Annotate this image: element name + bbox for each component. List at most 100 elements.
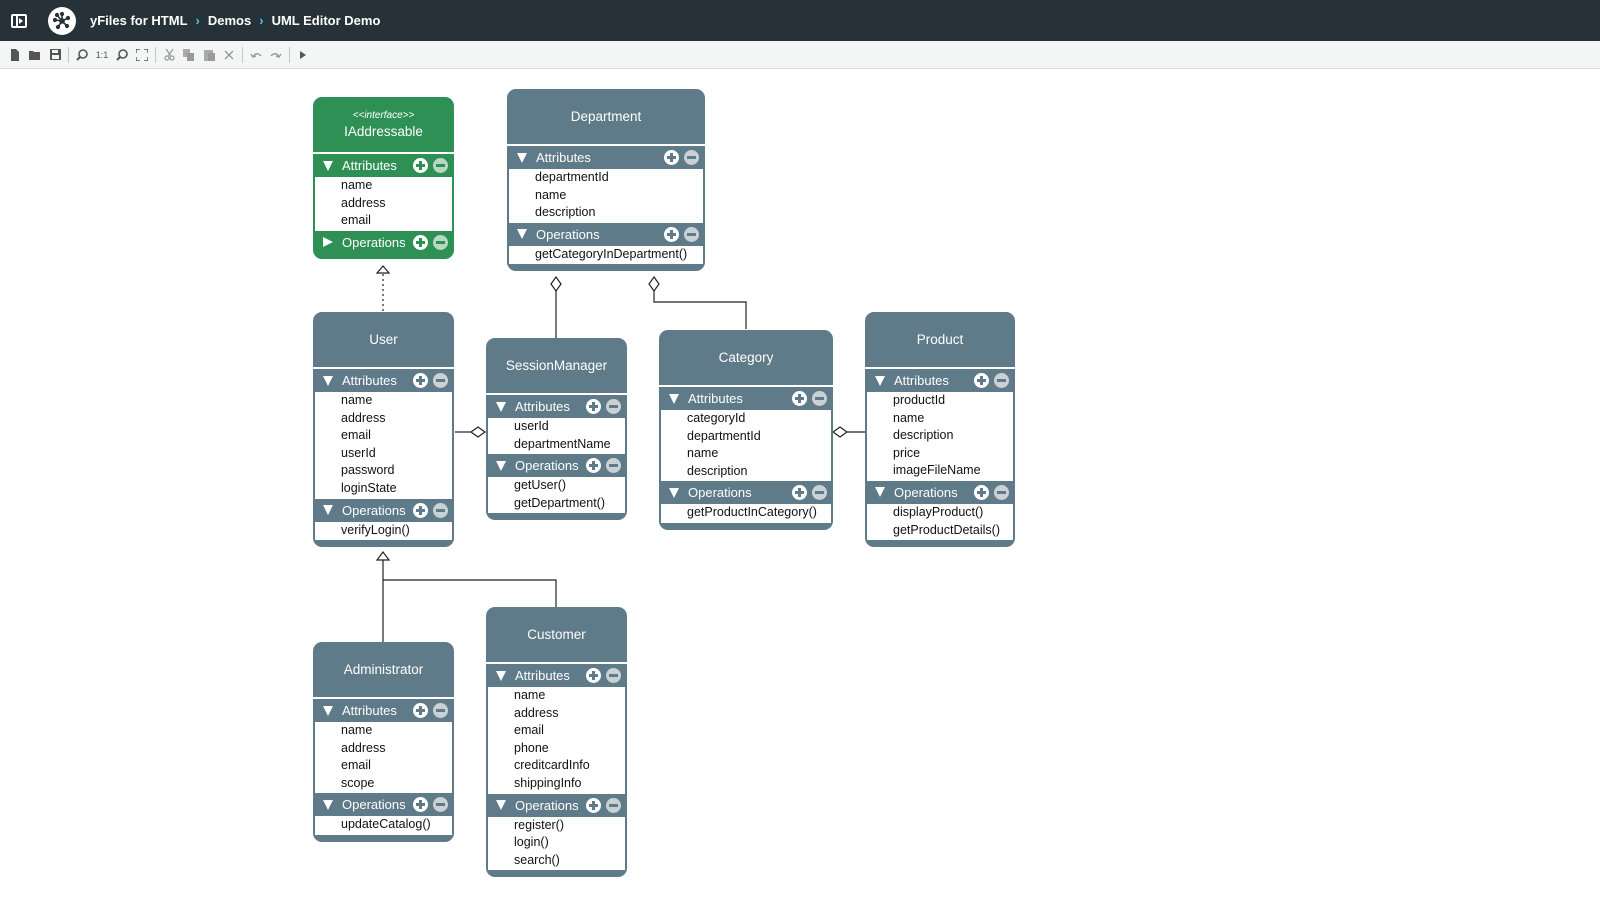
- attributes-section-header[interactable]: Attributes: [865, 371, 1015, 390]
- remove-attribute-icon[interactable]: [994, 373, 1009, 388]
- collapse-triangle-icon[interactable]: [323, 505, 333, 516]
- attribute-item[interactable]: address: [514, 705, 559, 720]
- attribute-item[interactable]: loginState: [341, 480, 397, 495]
- remove-operation-icon[interactable]: [433, 234, 448, 250]
- attribute-item[interactable]: departmentId: [535, 170, 609, 184]
- attribute-item[interactable]: userId: [341, 445, 376, 460]
- attribute-item[interactable]: price: [893, 445, 921, 460]
- operation-item[interactable]: getProductDetails(): [893, 522, 1000, 537]
- collapse-triangle-icon[interactable]: [496, 670, 506, 681]
- attribute-item[interactable]: password: [341, 463, 395, 478]
- cut-icon[interactable]: [159, 44, 179, 66]
- class-node-user[interactable]: User Attributes name address email userI…: [313, 312, 454, 548]
- attribute-item[interactable]: imageFileName: [893, 463, 981, 478]
- play-layout-icon[interactable]: [293, 44, 313, 66]
- add-attribute-icon[interactable]: [586, 668, 601, 683]
- operations-section-header[interactable]: Operations: [313, 795, 454, 814]
- zoom-in-icon[interactable]: [72, 44, 92, 66]
- class-node-administrator[interactable]: Administrator Attributes name address em…: [313, 642, 454, 842]
- attribute-item[interactable]: name: [341, 178, 373, 192]
- collapse-triangle-icon[interactable]: [875, 375, 885, 386]
- attribute-item[interactable]: name: [535, 187, 567, 202]
- class-name[interactable]: Product: [916, 332, 964, 347]
- remove-operation-icon[interactable]: [606, 797, 621, 813]
- add-operation-icon[interactable]: [586, 797, 601, 813]
- attribute-item[interactable]: name: [514, 688, 546, 702]
- attribute-item[interactable]: address: [341, 410, 386, 425]
- collapse-triangle-icon[interactable]: [669, 393, 679, 404]
- collapse-triangle-icon[interactable]: [496, 800, 506, 811]
- attributes-section-header[interactable]: Attributes: [313, 701, 454, 720]
- redo-icon[interactable]: [266, 44, 286, 66]
- remove-attribute-icon[interactable]: [433, 703, 448, 718]
- attribute-item[interactable]: email: [514, 723, 544, 738]
- add-operation-icon[interactable]: [413, 797, 428, 813]
- add-operation-icon[interactable]: [586, 458, 601, 474]
- operations-section-header[interactable]: Operations: [865, 483, 1015, 502]
- class-node-sessionmanager[interactable]: SessionManager Attributes userId departm…: [486, 338, 627, 521]
- operation-item[interactable]: getUser(): [514, 478, 567, 493]
- remove-operation-icon[interactable]: [606, 458, 621, 474]
- collapse-triangle-icon[interactable]: [669, 487, 679, 498]
- yfiles-logo[interactable]: [48, 6, 76, 35]
- class-name[interactable]: Customer: [527, 627, 586, 642]
- collapse-triangle-icon[interactable]: [496, 460, 506, 471]
- attribute-item[interactable]: phone: [514, 740, 549, 755]
- add-attribute-icon[interactable]: [792, 391, 807, 406]
- attribute-item[interactable]: departmentId: [687, 428, 761, 443]
- operation-item[interactable]: register(): [514, 817, 565, 832]
- class-name[interactable]: Department: [570, 109, 642, 124]
- expand-triangle-icon[interactable]: [323, 237, 333, 248]
- operation-item[interactable]: getProductInCategory(): [687, 505, 817, 520]
- operations-section-header[interactable]: Operations: [486, 456, 627, 475]
- class-name[interactable]: Category: [718, 350, 774, 365]
- new-document-icon[interactable]: [5, 44, 25, 66]
- add-attribute-icon[interactable]: [413, 703, 428, 718]
- operation-item[interactable]: verifyLogin(): [341, 522, 410, 537]
- attributes-section-header[interactable]: Attributes: [659, 389, 833, 408]
- remove-operation-icon[interactable]: [433, 502, 448, 518]
- attribute-item[interactable]: name: [893, 410, 925, 425]
- save-icon[interactable]: [45, 44, 65, 66]
- add-operation-icon[interactable]: [413, 234, 428, 250]
- remove-operation-icon[interactable]: [684, 226, 699, 242]
- operations-section-header[interactable]: Operations: [659, 483, 833, 502]
- operation-item[interactable]: getCategoryInDepartment(): [535, 246, 688, 261]
- class-node-product[interactable]: Product Attributes productId name descri…: [865, 312, 1015, 548]
- add-attribute-icon[interactable]: [664, 150, 679, 165]
- remove-attribute-icon[interactable]: [433, 373, 448, 388]
- class-name[interactable]: Administrator: [343, 662, 424, 677]
- operations-section-header[interactable]: Operations: [507, 225, 705, 244]
- collapse-triangle-icon[interactable]: [496, 401, 506, 412]
- attribute-item[interactable]: scope: [341, 775, 375, 790]
- operation-item[interactable]: displayProduct(): [893, 504, 984, 519]
- class-node-iaddressable[interactable]: <<interface>> IAddressable Attributes na…: [313, 97, 454, 259]
- open-folder-icon[interactable]: [25, 44, 45, 66]
- attribute-item[interactable]: name: [687, 446, 719, 461]
- collapse-triangle-icon[interactable]: [323, 799, 333, 810]
- class-node-category[interactable]: Category Attributes categoryId departmen…: [659, 330, 833, 530]
- remove-attribute-icon[interactable]: [606, 399, 621, 414]
- attribute-item[interactable]: name: [341, 393, 373, 407]
- attribute-item[interactable]: email: [341, 213, 371, 228]
- attributes-section-header[interactable]: Attributes: [313, 371, 454, 390]
- zoom-original-button[interactable]: 1:1: [95, 49, 109, 60]
- add-operation-icon[interactable]: [664, 226, 679, 242]
- collapse-triangle-icon[interactable]: [517, 229, 527, 240]
- remove-attribute-icon[interactable]: [812, 391, 827, 406]
- collapse-triangle-icon[interactable]: [323, 375, 333, 386]
- add-operation-icon[interactable]: [792, 485, 807, 501]
- operation-item[interactable]: getDepartment(): [514, 495, 606, 510]
- operation-item[interactable]: search(): [514, 852, 560, 867]
- app-title-link[interactable]: yFiles for HTML: [90, 13, 188, 28]
- copy-icon[interactable]: [179, 44, 199, 66]
- class-name[interactable]: User: [369, 332, 398, 347]
- attribute-item[interactable]: shippingInfo: [514, 775, 582, 790]
- attribute-item[interactable]: name: [341, 723, 373, 737]
- class-name[interactable]: IAddressable: [344, 124, 423, 139]
- add-attribute-icon[interactable]: [586, 399, 601, 414]
- attribute-item[interactable]: productId: [893, 393, 946, 407]
- operation-item[interactable]: updateCatalog(): [341, 817, 431, 832]
- attributes-section-header[interactable]: Attributes: [507, 148, 705, 167]
- attribute-item[interactable]: departmentName: [514, 436, 611, 451]
